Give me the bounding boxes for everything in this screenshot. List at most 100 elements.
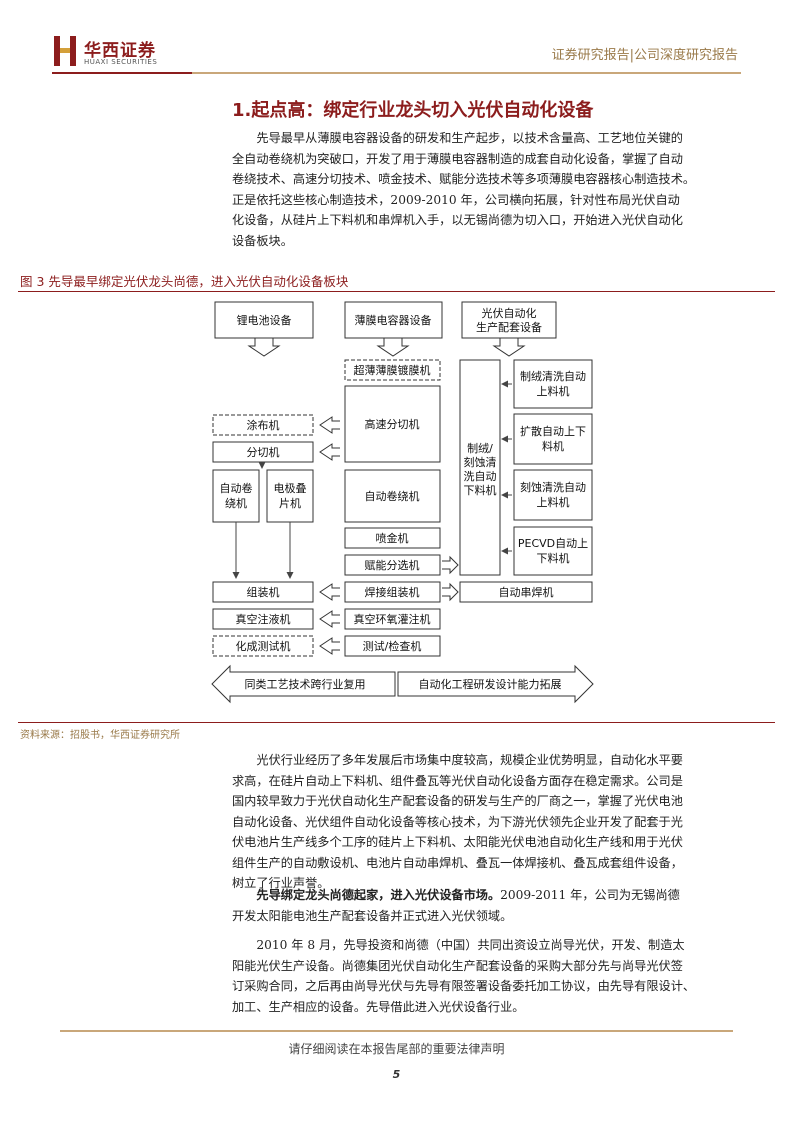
header-divider: [52, 72, 741, 74]
hollow-arrow-left: [319, 443, 340, 461]
label-r4-1: PECVD自动上: [518, 537, 588, 550]
body-paragraph-2: 先导绑定龙头尚德起家，进入光伏设备市场。2009-2011 年，公司为无锡尚德 …: [232, 885, 752, 926]
figure-source: 资料来源：招股书，华西证券研究所: [20, 730, 180, 741]
company-logo: 华西证券 HUAXI SECURITIES: [52, 34, 182, 72]
hollow-arrow-down: [492, 338, 526, 357]
hollow-arrow-down: [247, 338, 281, 357]
report-type: 证券研究报告|公司深度研究报告: [551, 48, 738, 63]
label-r4-2: 下料机: [537, 551, 570, 565]
label-auto-wind: 自动卷绕机: [365, 489, 420, 503]
intro-paragraph: 先导最早从薄膜电容器设备的研发和生产起步，以技术含量高、工艺地位关键的 全自动卷…: [232, 128, 752, 251]
footer-divider: [60, 1030, 733, 1032]
box-formation-test: [212, 635, 314, 657]
paragraph-line: 自动化设备、光伏组件自动化设备等核心技术，为下游光伏领先企业开发了配套于光: [232, 814, 683, 829]
label-assembly: 组装机: [247, 585, 280, 599]
label-film-cap: 薄膜电容器设备: [355, 313, 432, 327]
box-auto-winder-left: [212, 469, 260, 523]
box-texture-load: [513, 359, 593, 409]
paragraph-line: 正是依托这些核心制造技术，2009-2010 年，公司横向拓展，针对性布局光伏自…: [232, 192, 680, 207]
label-pv-2: 生产配套设备: [476, 320, 542, 334]
paragraph-line: 化设备，从硅片上下料机和串焊机入手，以无锡尚德为切入口，开始进入光伏自动化: [232, 213, 683, 227]
box-texture-unload: [459, 359, 501, 576]
label-arrow-left: 同类工艺技术跨行业复用: [245, 677, 366, 691]
box-auto-winder: [344, 469, 441, 523]
label-r2-2: 料机: [542, 439, 564, 453]
label-energize-sort: 赋能分选机: [365, 558, 420, 572]
box-etch-load: [513, 469, 593, 521]
header-divider-accent: [52, 72, 192, 74]
paragraph-line: 2010 年 8 月，先导投资和尚德（中国）共同出资设立尚导光伏，开发、制造太: [256, 938, 685, 952]
paragraph-line: 订采购合同，之后再由尚导光伏与先导有限签署设备委托加工协议，由先导有限设计、: [232, 979, 696, 993]
body-paragraph-1: 光伏行业经历了多年发展后市场集中度较高，规模企业优势明显，自动化水平要 求高，在…: [232, 750, 752, 894]
label-r2-1: 扩散自动上下: [520, 424, 586, 438]
label-lithium: 锂电池设备: [237, 313, 292, 327]
label-r1-1: 制绒清洗自动: [520, 370, 586, 383]
paragraph-line: 阳能光伏生产设备。尚德集团光伏自动化生产配套设备的采购大部分先与尚导光伏签: [232, 958, 683, 973]
paragraph-line: 光伏行业经历了多年发展后市场集中度较高，规模企业优势明显，自动化水平要: [256, 753, 683, 767]
paragraph-line: 伏电池片生产线多个工序的硅片上下料机、太阳能光伏电池自动化生产线和用于光伏: [232, 835, 683, 849]
paragraph-line: 先导最早从薄膜电容器设备的研发和生产起步，以技术含量高、工艺地位关键的: [256, 131, 683, 145]
label-coating: 涂布机: [247, 418, 280, 432]
paragraph-line: 求高，在硅片自动上下料机、组件叠瓦等光伏自动化设备方面存在稳定需求。公司是: [232, 773, 683, 788]
huaxi-logo-icon: [54, 36, 76, 66]
box-vacuum-inject: [212, 608, 314, 630]
hollow-arrow-right: [442, 555, 459, 575]
process-diagram: 锂电池设备 薄膜电容器设备 光伏自动化 生产配套设备 超薄薄膜镀膜机 高速分切机…: [211, 301, 594, 704]
hollow-arrow-left: [319, 610, 340, 628]
box-weld-assemble: [344, 581, 441, 603]
box-film-capacitor-equipment: [344, 301, 443, 339]
label-weld-assemble: 焊接组装机: [365, 585, 420, 599]
label-slitting: 分切机: [247, 445, 280, 459]
bold-lead: 先导绑定龙头尚德起家，进入光伏设备市场。: [256, 888, 501, 902]
paragraph-line: 组件生产的自动敷设机、电池片自动串焊机、叠瓦一体焊接机、叠瓦成套组件设备，: [232, 855, 683, 870]
box-lithium-equipment: [214, 301, 314, 339]
hollow-arrow-left: [319, 637, 340, 655]
box-test-inspect: [344, 635, 441, 657]
label-texture-unload-4: 下料机: [464, 483, 497, 497]
logo-text-cn: 华西证券: [84, 41, 156, 61]
paragraph-line: 树立了行业声誉。: [232, 876, 330, 890]
hollow-arrow-left: [319, 583, 340, 601]
label-pv-1: 光伏自动化: [482, 306, 537, 320]
paragraph-line: 先导绑定龙头尚德起家，进入光伏设备市场。2009-2011 年，公司为无锡尚德: [232, 885, 752, 906]
box-pv-equipment: [461, 301, 557, 339]
label-r1-2: 上料机: [537, 384, 570, 398]
paragraph-line: 卷绕技术、高速分切技术、喷金技术、赋能分选技术等多项薄膜电容器核心制造技术。: [232, 172, 696, 186]
box-diffusion: [513, 413, 593, 465]
label-formation-test: 化成测试机: [236, 639, 291, 653]
figure-caption: 图 3 先导最早绑定光伏龙头尚德，进入光伏自动化设备板块: [20, 274, 349, 289]
figure-bottom-rule: [18, 722, 775, 723]
box-assembly: [212, 581, 314, 603]
box-energize-sort: [344, 554, 441, 576]
label-arrow-right: 自动化工程研发设计能力拓展: [419, 677, 562, 691]
box-coating: [212, 414, 314, 436]
label-r3-1: 刻蚀清洗自动: [520, 480, 586, 494]
label-texture-unload-1: 制绒/: [467, 442, 493, 455]
hollow-arrow-left: [319, 416, 340, 434]
box-pecvd: [513, 526, 593, 576]
paragraph-line: 开发太阳能电池生产配套设备并正式进入光伏领域。: [232, 908, 513, 923]
box-high-speed-slitter: [344, 385, 441, 463]
label-texture-unload-2: 刻蚀清: [464, 455, 497, 469]
hollow-arrow-right: [442, 582, 459, 602]
box-spray-gold: [344, 527, 441, 549]
paragraph-line: 设备板块。: [232, 233, 293, 248]
page-number: 5: [392, 1068, 401, 1081]
arrow-capability-expansion: [397, 664, 594, 704]
label-electrode-2: 片机: [279, 496, 301, 510]
section-title: 1.起点高：绑定行业龙头切入光伏自动化设备: [232, 100, 594, 121]
box-ultra-thin-coating: [344, 359, 441, 381]
label-auto-winder-1: 自动卷: [220, 481, 253, 495]
label-ultra-thin: 超薄薄膜镀膜机: [354, 363, 431, 377]
box-vacuum-epoxy: [344, 608, 441, 630]
label-electrode-1: 电极叠: [274, 481, 307, 495]
box-auto-stringer: [459, 581, 593, 603]
label-test-inspect: 测试/检查机: [363, 639, 422, 653]
logo-text-en: HUAXI SECURITIES: [84, 58, 158, 66]
paragraph-line: 加工、生产相应的设备。先导借此进入光伏设备行业。: [232, 999, 525, 1014]
label-vacuum-epoxy: 真空环氧灌注机: [354, 612, 431, 626]
body-paragraph-3: 2010 年 8 月，先导投资和尚德（中国）共同出资设立尚导光伏，开发、制造太 …: [232, 935, 752, 1017]
label-auto-winder-2: 绕机: [225, 496, 247, 510]
footer-disclaimer: 请仔细阅读在本报告尾部的重要法律声明: [288, 1042, 505, 1056]
label-r3-2: 上料机: [537, 495, 570, 509]
